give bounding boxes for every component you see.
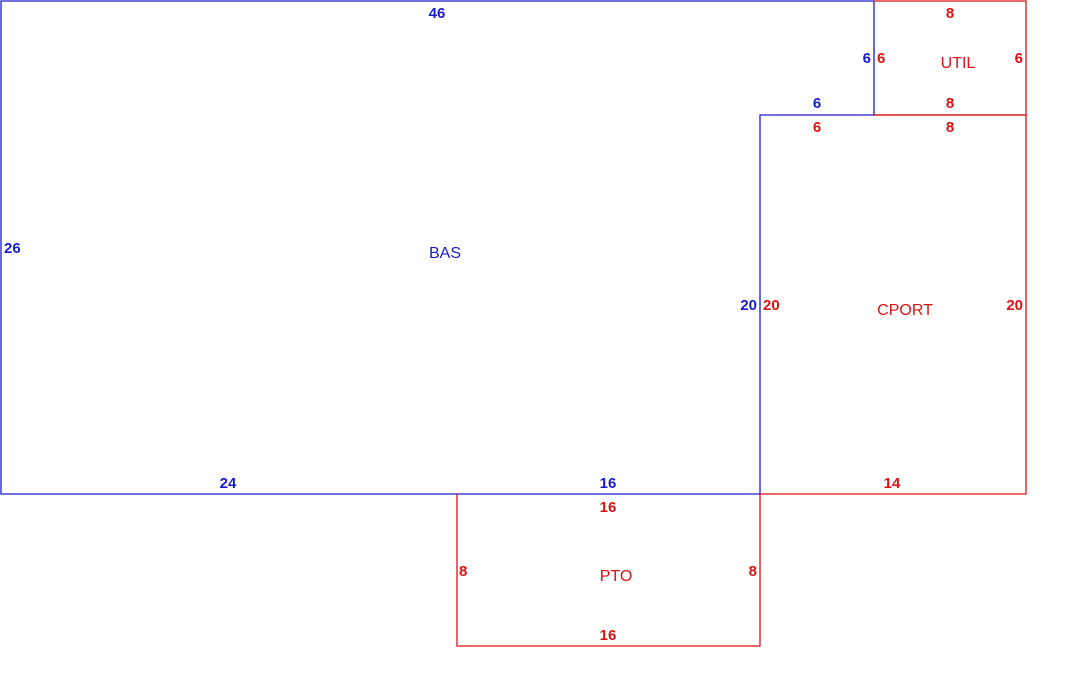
bas-dim-bottom-right: 16 [600,475,617,492]
bas-dim-step-top: 6 [813,95,821,112]
pto-dim-left: 8 [459,563,467,580]
bas-dim-top: 46 [429,5,446,22]
util-dim-left: 6 [877,50,885,67]
bas-dim-step-side: 6 [863,50,871,67]
bas-dim-left: 26 [4,240,21,257]
cport-dim-top-left: 6 [813,119,821,136]
pto-outline [456,494,761,647]
util-area-label: UTIL [941,55,976,72]
pto-dim-top: 16 [600,499,617,516]
pto-dim-right: 8 [749,563,757,580]
bas-area-label: BAS [429,245,461,262]
pto-dim-bottom: 16 [600,627,617,644]
cport-area-label: CPORT [877,302,933,319]
util-dim-right: 6 [1015,50,1023,67]
bas-dim-right: 20 [740,297,757,314]
pto-area-label: PTO [600,568,633,585]
cport-dim-top-right: 8 [946,119,954,136]
util-dim-top: 8 [946,5,954,22]
cport-dim-left: 20 [763,297,780,314]
cport-outline [760,114,1027,495]
util-dim-bottom: 8 [946,95,954,112]
cport-dim-right: 20 [1006,297,1023,314]
bas-dim-bottom-left: 24 [220,475,237,492]
cport-dim-bottom: 14 [884,475,901,492]
